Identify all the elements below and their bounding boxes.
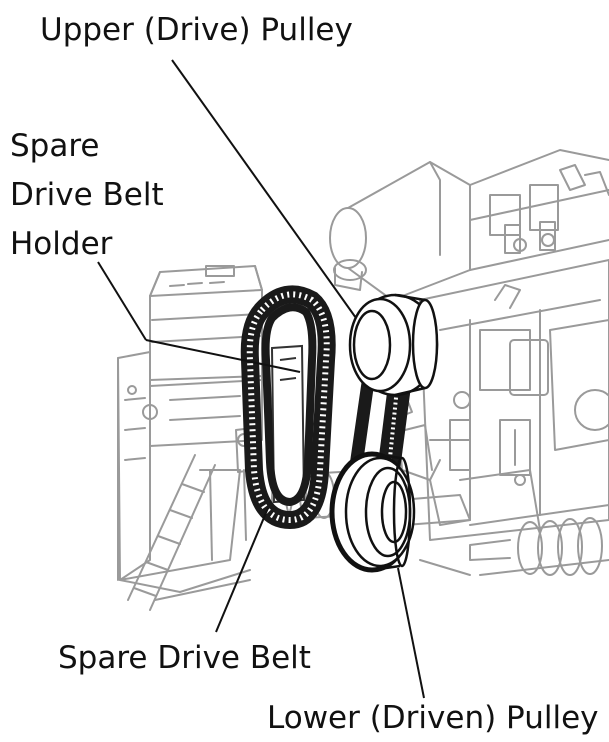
spare-holder-label-line-2: Drive Belt — [10, 177, 164, 213]
spare-drive-belt-label: Spare Drive Belt — [58, 640, 311, 676]
leader-upper-pulley — [171, 59, 357, 319]
leader-lower-pulley — [397, 567, 425, 699]
lower-driven-pulley-label: Lower (Driven) Pulley — [267, 700, 599, 736]
upper-drive-pulley-label: Upper (Drive) Pulley — [40, 12, 353, 48]
leader-spare-belt — [215, 507, 269, 633]
spare-holder-label-line-1: Spare — [10, 128, 100, 164]
lower-driven-pulley — [329, 451, 416, 573]
spare-holder-label-line-3: Holder — [10, 226, 113, 262]
upper-drive-pulley — [348, 293, 439, 397]
leader-lines — [97, 59, 425, 699]
leader-spare-holder-tail — [145, 339, 301, 373]
drive-shaft — [469, 504, 609, 576]
spare-drive-belt-holder-label: Spare Drive Belt Holder — [10, 122, 164, 269]
leader-spare-holder — [97, 261, 147, 341]
ladder — [127, 454, 216, 611]
spare-drive-belt — [240, 285, 336, 530]
engine-block — [329, 149, 609, 541]
